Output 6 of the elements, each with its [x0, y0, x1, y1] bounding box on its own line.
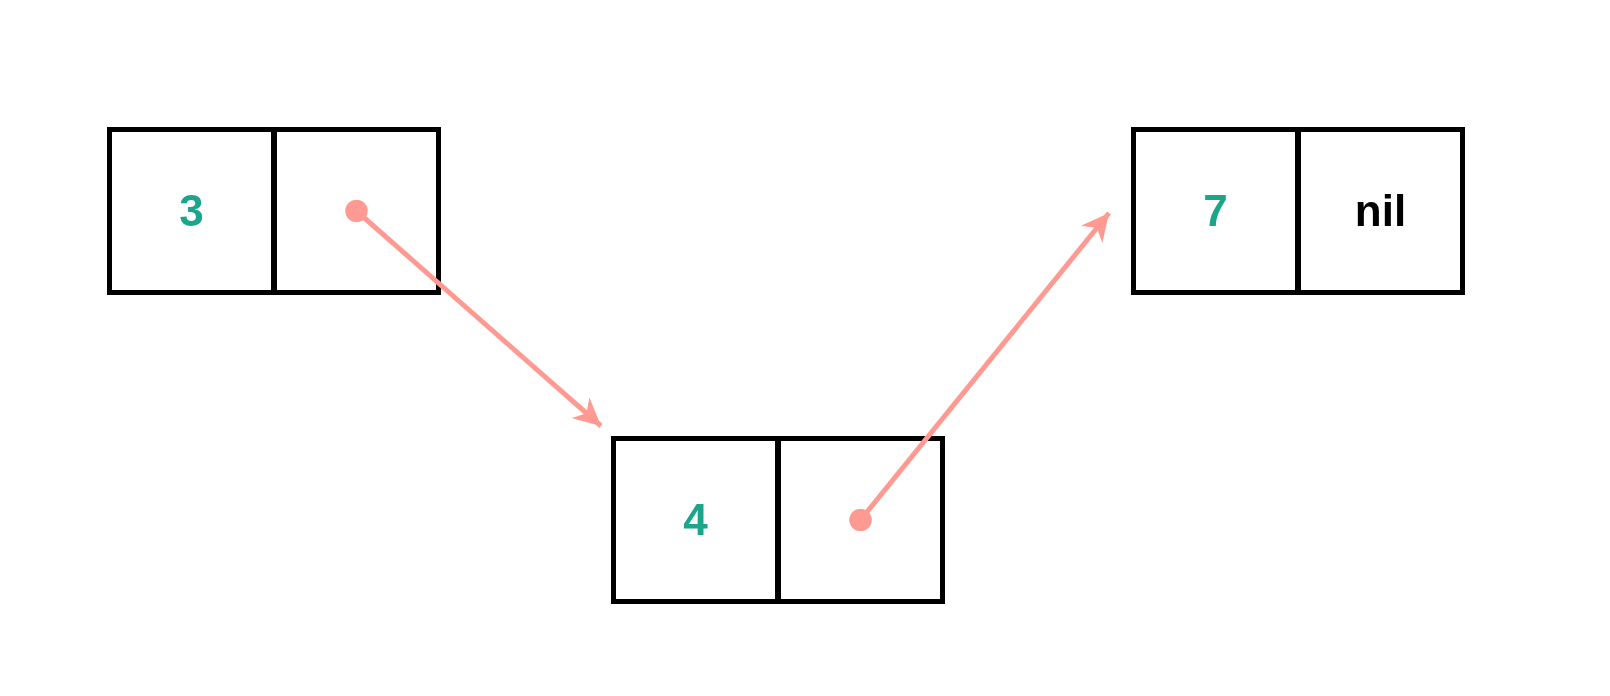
cell-value: 7	[1203, 186, 1228, 236]
cell-value: nil	[1354, 186, 1407, 236]
cell-value: 4	[683, 495, 708, 545]
pointer-arrow	[849, 211, 1111, 532]
pointer-arrow	[345, 199, 603, 428]
cell-value: 3	[179, 186, 204, 236]
